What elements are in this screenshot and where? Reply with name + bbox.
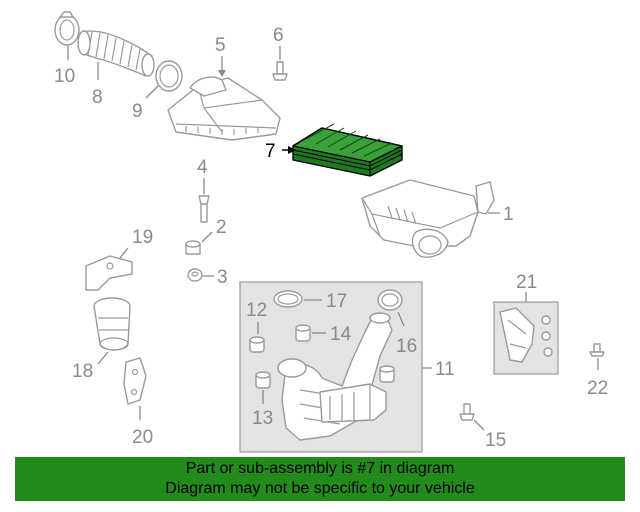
- leader-9: [145, 85, 159, 99]
- callout-17[interactable]: 17: [326, 291, 347, 312]
- callout-13[interactable]: 13: [252, 408, 273, 429]
- part-4-bolt[interactable]: [198, 195, 210, 223]
- part-2-grommet[interactable]: [185, 240, 201, 255]
- callout-18[interactable]: 18: [72, 361, 93, 382]
- part-11-grommet: [379, 365, 395, 383]
- callout-9[interactable]: 9: [132, 101, 143, 122]
- callout-15[interactable]: 15: [485, 430, 506, 451]
- callout-3[interactable]: 3: [217, 267, 228, 288]
- part-15-bolt[interactable]: [459, 403, 475, 421]
- callout-14[interactable]: 14: [330, 324, 352, 345]
- part-7-air-filter[interactable]: [292, 123, 403, 177]
- leader-15: [473, 419, 485, 431]
- part-19-bracket[interactable]: [85, 255, 133, 291]
- part-8-intake-tube[interactable]: [77, 30, 155, 77]
- callout-1[interactable]: 1: [503, 204, 514, 225]
- arrow-7: [288, 146, 296, 154]
- callout-10[interactable]: 10: [54, 66, 75, 87]
- part-17-clamp[interactable]: [273, 290, 303, 308]
- part-21-duct[interactable]: [499, 307, 553, 363]
- leader-16: [397, 311, 405, 327]
- callout-20[interactable]: 20: [132, 427, 153, 448]
- part-3-collar[interactable]: [187, 268, 203, 282]
- callout-11[interactable]: 11: [435, 359, 455, 380]
- callout-4[interactable]: 4: [197, 157, 208, 178]
- callout-16[interactable]: 16: [396, 336, 417, 357]
- banner-line-2: Diagram may not be specific to your vehi…: [165, 480, 475, 497]
- part-22-bolt[interactable]: [589, 343, 605, 357]
- part-11-intake-duct[interactable]: [277, 312, 393, 441]
- part-14-grommet[interactable]: [295, 324, 311, 342]
- callout-2[interactable]: 2: [216, 217, 227, 238]
- part-5-housing-cover[interactable]: [167, 76, 281, 141]
- leader-19: [119, 247, 129, 259]
- part-12-grommet[interactable]: [249, 336, 265, 353]
- part-1-housing[interactable]: [361, 179, 495, 258]
- callout-6[interactable]: 6: [273, 25, 284, 46]
- callout-8[interactable]: 8: [92, 87, 103, 108]
- part-18-resonator-duct[interactable]: [93, 297, 131, 351]
- callout-22[interactable]: 22: [587, 378, 608, 399]
- callout-19[interactable]: 19: [132, 227, 153, 248]
- leader-18: [97, 351, 109, 365]
- part-10-clamp[interactable]: [54, 11, 80, 46]
- callout-7[interactable]: 7: [265, 141, 276, 162]
- leader-2: [201, 231, 213, 243]
- part-6-bolt[interactable]: [272, 61, 288, 81]
- callout-12[interactable]: 12: [246, 300, 267, 321]
- callout-21[interactable]: 21: [516, 272, 537, 293]
- callout-5[interactable]: 5: [215, 35, 226, 56]
- banner-line-1: Part or sub-assembly is #7 in diagram: [185, 460, 455, 477]
- part-16-clamp[interactable]: [377, 289, 403, 311]
- part-20-bracket[interactable]: [123, 357, 147, 405]
- arrow-5: [218, 70, 226, 77]
- part-13-grommet[interactable]: [255, 371, 271, 389]
- part-9-o-ring[interactable]: [155, 60, 183, 92]
- info-banner: Part or sub-assembly is #7 in diagram Di…: [15, 457, 625, 501]
